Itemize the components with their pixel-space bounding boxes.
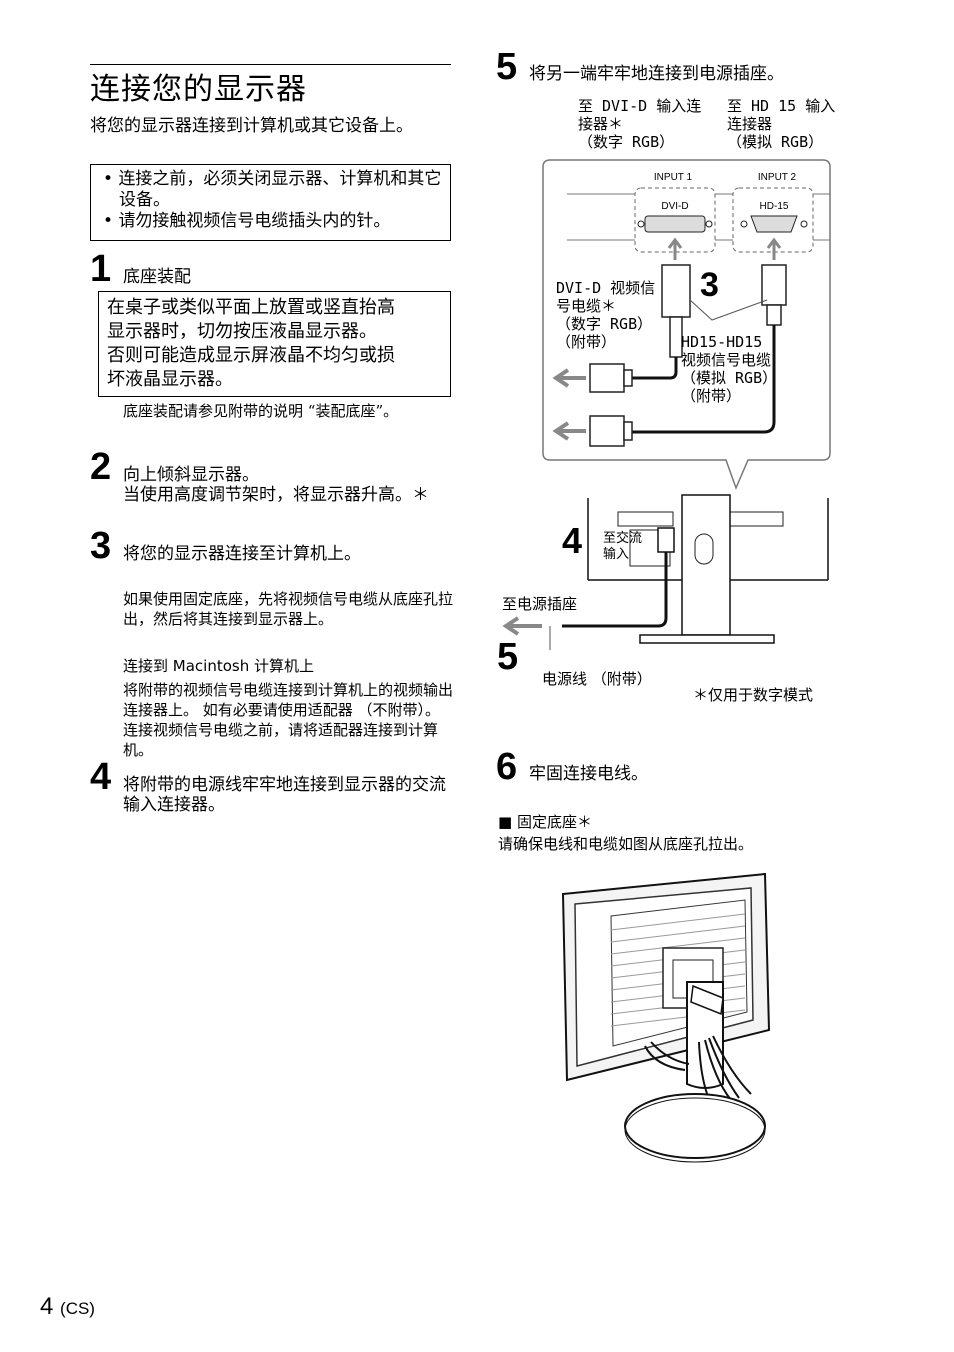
input1-text: INPUT 1 [654, 172, 693, 183]
step-number: 3 [90, 525, 112, 567]
outlet-label: 至电源插座 [502, 595, 578, 613]
step-text: 当使用高度调节架时，将显示器升高。＊ [123, 485, 429, 505]
step-text: 将您的显示器连接至计算机上。 [123, 544, 361, 564]
power-cord-label: 电源线 （附带） [542, 670, 652, 688]
hd15-plug [761, 264, 787, 306]
callout-3: 3 [700, 266, 719, 304]
warning-line: 显示器时，切勿按压液晶显示器。 [107, 321, 377, 342]
warning-line: 在桌子或类似平面上放置或竖直抬高 [107, 297, 395, 318]
callout-5: 5 [497, 636, 519, 678]
hd15-cable [630, 325, 776, 434]
hd15-arrow [552, 421, 586, 441]
hd15-port-text: HD-15 [760, 201, 789, 212]
caution-box: • 连接之前，必须关闭显示器、计算机和其它设备。 • 请勿接触视频信号电缆插头内… [90, 164, 451, 241]
warning-line: 否则可能造成显示屏液晶不均匀或损 [107, 345, 395, 366]
title-rule [90, 64, 451, 65]
dvi-port-text: DVI-D [661, 201, 688, 212]
step-number: 5 [496, 46, 518, 88]
step-number: 6 [496, 746, 518, 788]
hd15-port [750, 215, 798, 233]
hd15-input-label: 至 HD 15 输入 连接器 （模拟 RGB） [727, 97, 836, 151]
step-text: 牢固连接电线。 [529, 764, 648, 784]
dvi-input-label: 至 DVI-D 输入连 接器＊ （数字 RGB） [578, 97, 702, 151]
monitor-stand [681, 494, 731, 636]
connection-diagram: INPUT 1 INPUT 2 DVI-D HD-15 3 4 [502, 159, 831, 650]
step-text: 底座装配 [123, 267, 191, 287]
stand-note: 请确保电线和电缆如图从底座孔拉出。 [498, 835, 754, 853]
step-number: 4 [90, 756, 112, 798]
step-text: 将另一端牢牢地连接到电源插座。 [529, 64, 784, 84]
warning-line: 坏液晶显示器。 [107, 369, 233, 390]
page-title: 连接您的显示器 [90, 72, 307, 107]
input2-text: INPUT 2 [758, 172, 797, 183]
power-cord [562, 552, 668, 628]
hd15-cable-label: HD15-HD15 视频信号电缆 （模拟 RGB） （附带） [681, 333, 778, 405]
monitor-rear-illustration [561, 872, 771, 1163]
intro-text: 将您的显示器连接到计算机或其它设备上。 [90, 116, 413, 136]
digital-only-note: ＊仅用于数字模式 [693, 686, 814, 704]
mac-heading: 连接到 Macintosh 计算机上 [123, 657, 314, 675]
page-number: 4 (CS) [40, 1293, 95, 1320]
step-text: 向上倾斜显示器。 [123, 465, 259, 485]
outlet-arrow [502, 616, 542, 636]
step1-note: 底座装配请参见附带的说明 “装配底座”。 [123, 402, 399, 420]
cable-bundle [698, 1035, 752, 1111]
step-number: 2 [90, 446, 112, 488]
warning-box: 在桌子或类似平面上放置或竖直抬高 显示器时，切勿按压液晶显示器。 否则可能造成显… [98, 291, 451, 397]
stand-base [624, 1093, 766, 1159]
dvi-plug [661, 264, 691, 318]
ac-input-label: 至交流 输入 [603, 531, 643, 562]
dvi-arrow [552, 368, 586, 388]
step-number: 1 [90, 248, 112, 290]
dvi-port [644, 215, 706, 233]
caution-item: • 连接之前，必须关闭显示器、计算机和其它设备。 [103, 169, 442, 210]
callout-4: 4 [562, 520, 582, 561]
dvi-cable [630, 357, 678, 380]
dvi-cable-label: DVI-D 视频信 号电缆＊ （数字 RGB） （附带） [556, 279, 656, 351]
caution-item: • 请勿接触视频信号电缆插头内的针。 [103, 211, 391, 231]
mac-note: 将附带的视频信号电缆连接到计算机上的视频输出连接器上。 如有必要请使用适配器 （… [123, 681, 454, 759]
step-text: 将附带的电源线牢牢地连接到显示器的交流输入连接器。 [123, 775, 446, 815]
step3-note: 如果使用固定底座，先将视频信号电缆从底座孔拉出，然后将其连接到显示器上。 [123, 590, 454, 628]
stand-heading: ■ 固定底座＊ [498, 813, 592, 831]
stand-base [639, 634, 775, 644]
